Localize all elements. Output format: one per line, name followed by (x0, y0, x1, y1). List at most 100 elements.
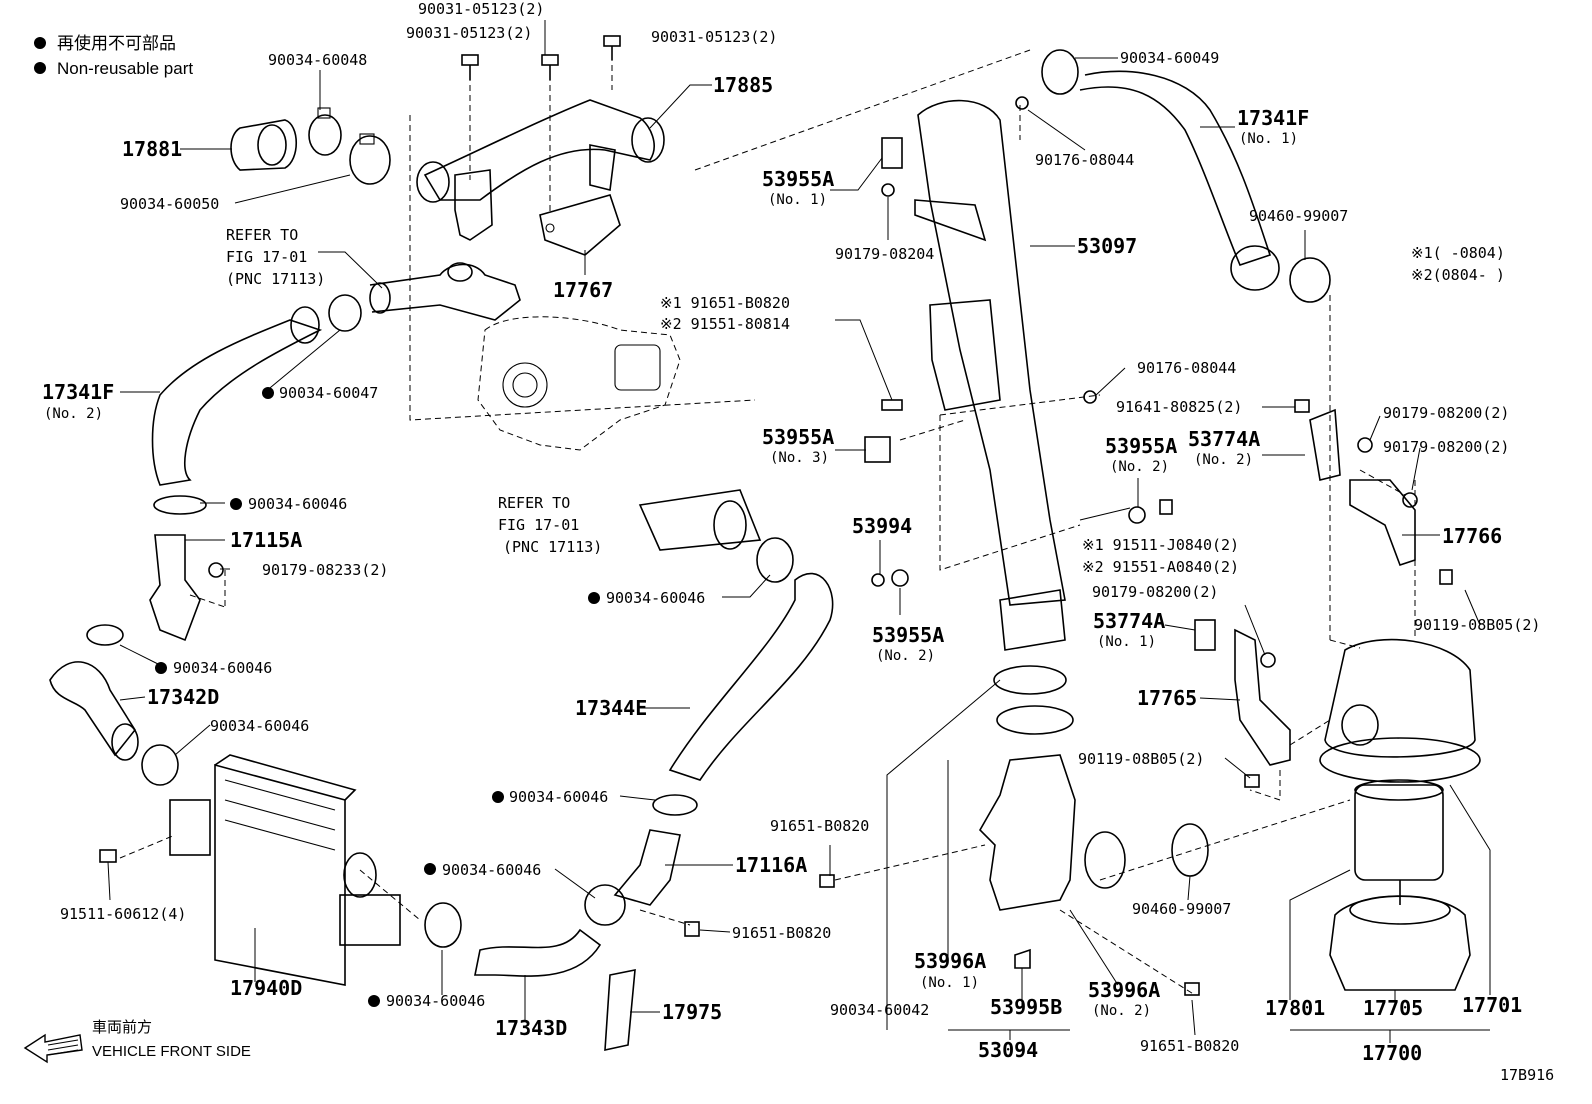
fasteners (99, 96, 1453, 996)
refer2-line-3: (PNC 17113) (503, 538, 602, 556)
label-53094: 53094 (978, 1038, 1038, 1062)
label-17341F-no1: 17341F (1237, 106, 1309, 130)
label-90119-08B05-a: 90119-08B05(2) (1414, 616, 1540, 634)
label-17700: 17700 (1362, 1041, 1422, 1065)
label-53995B: 53995B (990, 995, 1062, 1019)
hose-17341F-no1 (1041, 49, 1331, 303)
label-53996A-no2: 53996A (1088, 978, 1160, 1002)
label-91511-J0840-v1: ※1 91511-J0840(2) (1082, 536, 1239, 554)
label-53774A-no1-sub: (No. 1) (1097, 634, 1156, 650)
label-90119-08B05-b: 90119-08B05(2) (1078, 750, 1204, 768)
label-90034-60048: 90034-60048 (268, 51, 367, 69)
label-53955A-no2-a-sub: (No. 2) (1110, 459, 1169, 475)
label-53774A-no2-sub: (No. 2) (1194, 452, 1253, 468)
label-53774A-no1: 53774A (1093, 609, 1165, 633)
label-90031-05123-top: 90031-05123(2) (418, 0, 544, 18)
label-90176-08044-mid: 90176-08044 (1137, 359, 1236, 377)
label-17341F-no1-sub: (No. 1) (1239, 131, 1298, 147)
refer2-line-1: REFER TO (498, 494, 570, 512)
label-53955A-no3: 53955A (762, 425, 834, 449)
label-variant-2: ※2(0804- ) (1411, 266, 1505, 284)
label-91511-60612: 91511-60612(4) (60, 905, 186, 923)
label-91551-A0840-v2: ※2 91551-A0840(2) (1082, 558, 1239, 576)
label-90034-60046-e: 90034-60046 (509, 788, 608, 806)
label-91651-B0820-v1: ※1 91651-B0820 (660, 294, 790, 312)
label-17767: 17767 (553, 278, 613, 302)
label-91651-B0820-c: 91651-B0820 (1140, 1037, 1239, 1055)
legend-jp: 再使用不可部品 (57, 33, 176, 53)
label-90179-08233: 90179-08233(2) (262, 561, 388, 579)
label-variant-1: ※1( -0804) (1411, 244, 1505, 262)
label-90179-08204: 90179-08204 (835, 245, 934, 263)
label-17341F-no2-sub: (No. 2) (44, 406, 103, 422)
intercooler-17940D (169, 754, 462, 986)
label-17801: 17801 (1265, 996, 1325, 1020)
label-17765: 17765 (1137, 686, 1197, 710)
label-53774A-no2: 53774A (1188, 427, 1260, 451)
label-90034-60042: 90034-60042 (830, 1001, 929, 1019)
label-53996A-no1: 53996A (914, 949, 986, 973)
turbocharger-drawing (369, 262, 681, 451)
label-91551-80814-v2: ※2 91551-80814 (660, 315, 790, 333)
non-reusable-bullet-icon (588, 592, 600, 604)
label-90179-08200-b: 90179-08200(2) (1383, 438, 1509, 456)
bracket-17767 (539, 194, 621, 256)
figure-id: 17B916 (1500, 1066, 1554, 1084)
label-53955A-no2-a: 53955A (1105, 434, 1177, 458)
part-labels: 90031-05123(2) 90031-05123(2) 90031-0512… (42, 0, 1540, 1065)
hoses-left (49, 294, 362, 786)
non-reusable-bullet-icon (424, 863, 436, 875)
refer-line-1: REFER TO (226, 226, 298, 244)
pipe-17885 (416, 99, 665, 241)
legend: 再使用不可部品 Non-reusable part (34, 33, 193, 78)
front-label-jp: 車両前方 (92, 1019, 152, 1036)
label-90031-05123-left: 90031-05123(2) (406, 24, 532, 42)
refer-line-2: FIG 17-01 (226, 248, 307, 266)
label-90034-60046-g: 90034-60046 (386, 992, 485, 1010)
label-90460-99007-bottom: 90460-99007 (1132, 900, 1231, 918)
vehicle-front-indicator: 車両前方 VEHICLE FRONT SIDE (23, 1019, 251, 1064)
connector-17881 (230, 107, 391, 185)
leader-lines (107, 20, 1491, 1043)
label-90460-99007-top: 90460-99007 (1249, 207, 1348, 225)
label-90179-08200-c: 90179-08200(2) (1092, 583, 1218, 601)
air-cleaner-17700 (1319, 638, 1481, 991)
label-17116A: 17116A (735, 853, 807, 877)
label-17344E: 17344E (575, 696, 647, 720)
label-90031-05123-right: 90031-05123(2) (651, 28, 777, 46)
label-17881: 17881 (122, 137, 182, 161)
label-91651-B0820-a: 91651-B0820 (770, 817, 869, 835)
legend-bullet-icon (34, 37, 46, 49)
duct-53097 (914, 99, 1066, 651)
label-90179-08200-a: 90179-08200(2) (1383, 404, 1509, 422)
label-90034-60050: 90034-60050 (120, 195, 219, 213)
non-reusable-bullet-icon (492, 791, 504, 803)
label-53955A-no3-sub: (No. 3) (770, 450, 829, 466)
label-53994: 53994 (852, 514, 912, 538)
label-90034-60046-c: 90034-60046 (173, 659, 272, 677)
non-reusable-bullet-icon (155, 662, 167, 674)
label-53996A-no1-sub: (No. 1) (920, 975, 979, 991)
label-90034-60046-f: 90034-60046 (442, 861, 541, 879)
resonator-53094 (979, 665, 1209, 911)
label-53996A-no2-sub: (No. 2) (1092, 1003, 1151, 1019)
label-17115A: 17115A (230, 528, 302, 552)
label-90176-08044-top: 90176-08044 (1035, 151, 1134, 169)
label-17342D: 17342D (147, 685, 219, 709)
label-17885: 17885 (713, 73, 773, 97)
label-53955A-no2-b: 53955A (872, 623, 944, 647)
non-reusable-bullet-icon (230, 498, 242, 510)
label-17701: 17701 (1462, 993, 1522, 1017)
label-90034-60049: 90034-60049 (1120, 49, 1219, 67)
front-arrow-icon (23, 1033, 83, 1064)
non-reusable-bullet-icon (262, 387, 274, 399)
label-17705: 17705 (1363, 996, 1423, 1020)
label-53097: 53097 (1077, 234, 1137, 258)
label-91641-80825: 91641-80825(2) (1116, 398, 1242, 416)
label-53955A-no1: 53955A (762, 167, 834, 191)
refer2-line-2: FIG 17-01 (498, 516, 579, 534)
label-90034-60046-b: 90034-60046 (606, 589, 705, 607)
label-90034-60047: 90034-60047 (279, 384, 378, 402)
hoses-center (474, 489, 834, 1052)
label-17343D: 17343D (495, 1016, 567, 1040)
